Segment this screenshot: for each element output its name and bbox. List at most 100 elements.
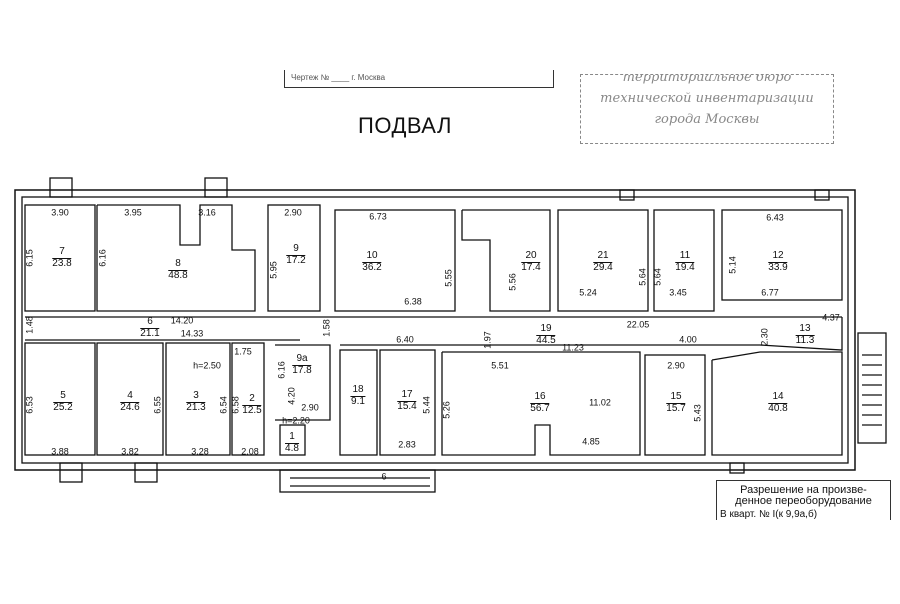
dimension-label: 5.24 — [579, 287, 597, 298]
dimension-label: 3.82 — [121, 446, 139, 457]
room-number: 10 — [362, 250, 382, 263]
dimension-label: 2.08 — [241, 446, 259, 457]
dimension-label: 3.90 — [51, 207, 69, 218]
dimension-label: 6.53 — [24, 396, 35, 414]
room-number: 14 — [768, 391, 788, 404]
room-number: 16 — [530, 391, 550, 404]
dimension-label: 3.95 — [124, 207, 142, 218]
room-area: 48.8 — [168, 269, 188, 281]
room-area: 4.8 — [285, 442, 299, 454]
room-area: 19.4 — [675, 261, 695, 273]
room-number: 11 — [675, 250, 695, 263]
room-number: 3 — [186, 390, 206, 403]
room-number: 9a — [292, 353, 312, 366]
room-number: 12 — [768, 250, 788, 263]
dimension-label: 14.20 — [170, 315, 194, 326]
room-number: 17 — [397, 389, 417, 402]
dimension-label: 5.56 — [507, 273, 518, 291]
dimension-label: 6.43 — [766, 212, 784, 223]
dimension-label: 3.88 — [51, 446, 69, 457]
room-area: 15.7 — [666, 402, 686, 414]
dimension-label: 5.44 — [421, 396, 432, 414]
dimension-label: 3.45 — [669, 287, 687, 298]
dimension-label: 6.73 — [369, 211, 387, 222]
room-area: 17.4 — [521, 261, 541, 273]
dimension-label: 5.26 — [441, 401, 452, 419]
dimension-label: 5.55 — [443, 269, 454, 287]
room-area: 12.5 — [242, 404, 262, 416]
dimension-label: 6.16 — [276, 361, 287, 379]
dimension-label: 5.43 — [692, 404, 703, 422]
room-area: 40.8 — [768, 402, 788, 414]
dimension-label: 6.15 — [24, 249, 35, 267]
dimension-label: 6.58 — [230, 396, 241, 414]
inner-wall — [21, 196, 849, 464]
dimension-label: 5.64 — [637, 268, 648, 286]
dimension-label: 1.75 — [234, 346, 252, 357]
room-area: 15.4 — [397, 400, 417, 412]
stamp-line: города Москвы — [654, 112, 760, 127]
dimension-label: 1.58 — [321, 319, 332, 337]
dimension-label: 11.02 — [589, 397, 611, 408]
dimension-label: 5.64 — [652, 268, 663, 286]
room-area: 24.6 — [120, 401, 140, 413]
dimension-label: 5.95 — [268, 261, 279, 279]
room-number: 1 — [285, 431, 299, 444]
room-number: 4 — [120, 390, 140, 403]
permit-line: Разрешение на произве- — [740, 484, 867, 496]
dimension-label: 2.90 — [301, 402, 319, 413]
room-number: 21 — [593, 250, 613, 263]
dimension-label: 6.54 — [218, 396, 229, 414]
room-number: 5 — [53, 390, 73, 403]
stamp-line: технической инвентаризации — [600, 91, 814, 106]
room-number: 18 — [350, 384, 366, 397]
room-area: 44.5 — [536, 334, 556, 346]
dimension-label: 6.16 — [97, 249, 108, 267]
dimension-label: 4.20 — [286, 387, 297, 405]
room-number: 20 — [521, 250, 541, 263]
drawing-header-strip: Чертеж № ____ г. Москва — [284, 70, 554, 88]
permit-box: Разрешение на произве- денное переоборуд… — [716, 480, 891, 520]
dimension-label: 1.48 — [24, 316, 35, 334]
room-number: 2 — [242, 393, 262, 406]
entrance-ramp — [279, 469, 436, 493]
dimension-label: 14.33 — [180, 328, 204, 339]
room-number: 13 — [795, 323, 815, 336]
dimension-label: 22.05 — [626, 319, 650, 330]
dimension-label: 4.37 — [822, 312, 840, 323]
room-area: 17.2 — [286, 254, 306, 266]
room-area: 11.3 — [795, 334, 815, 346]
dimension-label: 6.38 — [404, 296, 422, 307]
stair-icon — [857, 332, 887, 444]
floor-title: ПОДВАЛ — [358, 113, 452, 138]
stamp-line: территориальное бюро — [622, 74, 792, 85]
room-area: 29.4 — [593, 261, 613, 273]
room-area: 9.1 — [351, 395, 365, 407]
room-area: 21.3 — [186, 401, 206, 413]
dimension-label: 1.97 — [482, 331, 493, 349]
permit-line: В кварт. № I(к 9,9а,б) — [720, 509, 818, 520]
dimension-label: 2.30 — [759, 328, 770, 346]
dimension-label: 2.83 — [398, 439, 416, 450]
room-area: 21.1 — [140, 327, 160, 339]
bti-stamp: территориальное бюро технической инвента… — [580, 74, 834, 144]
dimension-label: 11.23 — [562, 342, 584, 353]
room-number: 7 — [52, 246, 72, 259]
dimension-label: 4.00 — [679, 334, 697, 345]
